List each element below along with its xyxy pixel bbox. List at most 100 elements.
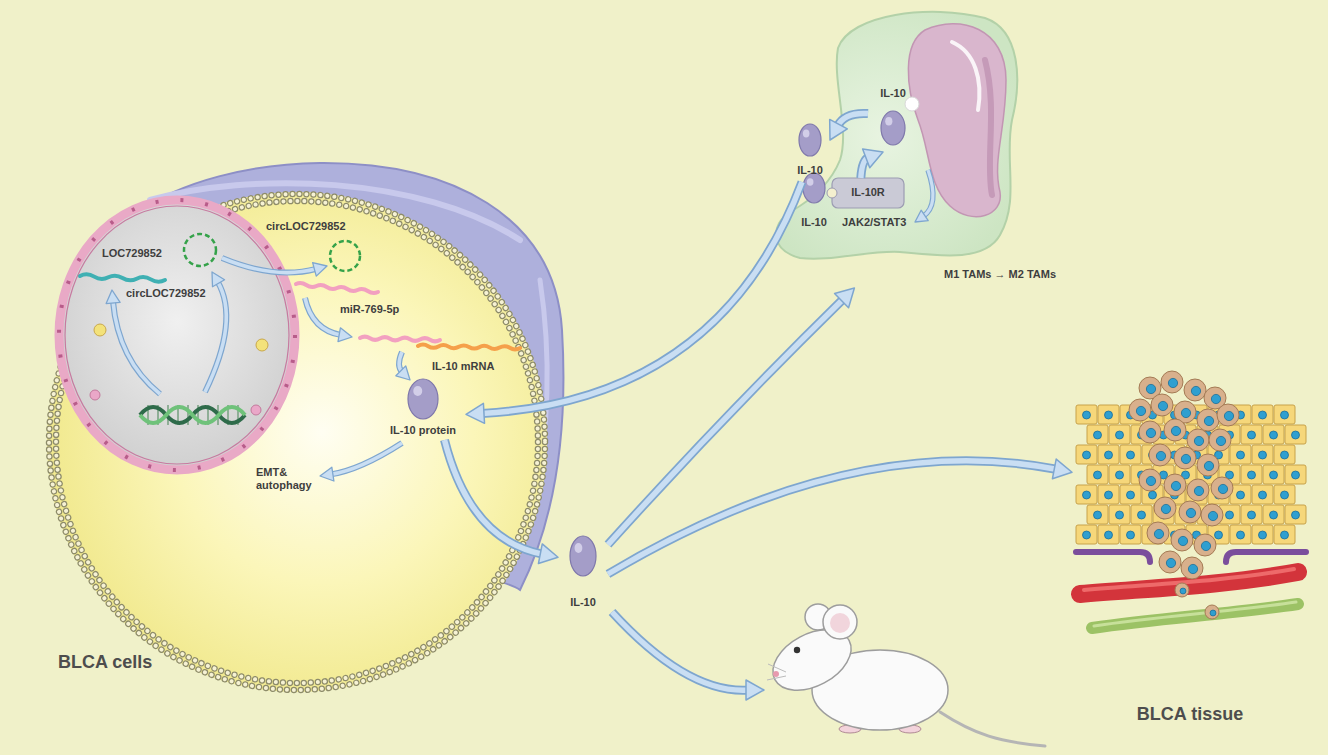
flow-connector-part [445, 440, 543, 554]
receptor-shape-part [827, 178, 904, 208]
tissue-illustration-part-part [1154, 529, 1163, 538]
protein-node: IL-10 [796, 172, 832, 230]
flow-arrow [205, 272, 226, 392]
macrophage-shape-part-part [952, 42, 979, 110]
molecule-label: JAK2/STAT3 [842, 216, 906, 229]
tissue-illustration-part-part [1230, 445, 1251, 464]
flow-arrow-part [106, 290, 120, 304]
mouse-illustration-part [823, 605, 857, 639]
flow-arrow [396, 352, 410, 380]
flow-arrow [320, 443, 402, 481]
nucleus-shape-part-part [90, 390, 100, 400]
mouse-illustration [763, 604, 1045, 746]
tissue-illustration-part-part [1105, 451, 1113, 459]
tissue-illustration-part-part [1281, 531, 1289, 539]
flow-connector-part [466, 403, 485, 423]
tissue-illustration-part-part [1224, 411, 1233, 420]
tissue-illustration-part-part [1098, 405, 1119, 424]
macrophage-node: M1 TAMs → M2 TAMsIL-10IL-10IL-10R [762, 6, 1092, 288]
tissue-illustration-part-part [1270, 511, 1278, 519]
tissue-illustration-part-part [1248, 511, 1256, 519]
tissue-illustration-part-part [1127, 451, 1135, 459]
macrophage-shape-part-part [776, 12, 1017, 259]
tissue-illustration-part-part [1083, 491, 1091, 499]
flow-connector-part [1052, 459, 1072, 479]
protein-molecule-part-part [881, 111, 905, 145]
molecule-label: IL-10 mRNA [432, 360, 494, 373]
protein-molecule-part-part [408, 379, 438, 419]
mouse-illustration-part [794, 647, 800, 653]
macrophage-shape-part [776, 12, 1017, 259]
tissue-illustration-part-part [1217, 404, 1239, 426]
tissue-illustration-part-part [1292, 511, 1300, 519]
tissue-illustration-part-part [1175, 583, 1189, 597]
nucleus-shape [55, 196, 300, 474]
tissue-illustration-part-part [1120, 525, 1141, 544]
tissue-illustration-part-part [1230, 525, 1251, 544]
tissue-illustration-part-part [1159, 551, 1181, 573]
receptor-shape-part-part [832, 178, 904, 208]
tissue-illustration-part-part [1184, 379, 1206, 401]
tissue-illustration-part-part [1146, 428, 1155, 437]
node-label: IL-10 protein [390, 424, 456, 437]
flow-arrow-part [320, 467, 334, 481]
protein-node: IL-10 [790, 122, 830, 182]
flow-arrow-part [305, 298, 341, 335]
node-heading: BLCA tissue [1137, 704, 1243, 725]
tissue-illustration-part-part [1197, 454, 1219, 476]
flow-arrow [222, 258, 327, 276]
mouse-illustration-part [940, 712, 1045, 746]
tissue-illustration-part-part [1166, 558, 1175, 567]
tissue-illustration-part [1076, 371, 1306, 628]
receptor-shape-part-part [827, 188, 837, 198]
tissue-illustration-part-part [1237, 451, 1245, 459]
cell-body-part-part [49, 194, 545, 690]
flow-connector-part [538, 544, 558, 564]
flow-connector-part [608, 299, 843, 544]
cell-body-part-part [330, 241, 360, 271]
tissue-illustration-part-part [1226, 552, 1306, 562]
nucleus-shape-part-part [59, 200, 295, 470]
flow-connector-part [830, 119, 848, 140]
tissue-illustration-part-part [1098, 445, 1119, 464]
tissue-illustration-part-part [1187, 479, 1209, 501]
cell-body-part-part [418, 345, 520, 350]
tissue-illustration-part-part [1241, 425, 1262, 444]
tissue-illustration-part-part [1252, 405, 1273, 424]
tissue-illustration-part-part [1087, 465, 1108, 484]
tissue-illustration-part-part [1161, 504, 1170, 513]
node-label: IL-10 [570, 596, 596, 609]
flow-connector-part [835, 288, 855, 308]
flow-arrow-part [915, 210, 928, 222]
tissue-illustration-part-part [1105, 491, 1113, 499]
flow-arrow-part [612, 612, 750, 690]
protein-node: IL-10 [868, 88, 918, 152]
node-heading: BLCA cells [58, 652, 152, 673]
cell-body-part-part [296, 283, 378, 293]
tissue-illustration-part-part [1237, 491, 1245, 499]
tissue-illustration-part-part [1281, 491, 1289, 499]
tissue-node: BLCA tissue [1072, 372, 1308, 730]
nucleus-shape-part-part [184, 234, 216, 266]
tissue-illustration-part-part [1226, 511, 1234, 519]
flow-arrow-part [923, 170, 933, 217]
nucleus-shape-part-part [256, 339, 268, 351]
tissue-illustration-part-part [1109, 465, 1130, 484]
molecule-label: EMT& autophagy [256, 466, 314, 492]
tissue-illustration-part-part [1174, 447, 1196, 469]
tissue-illustration-part-part [1098, 485, 1119, 504]
tissue-illustration-part-part [1171, 529, 1193, 551]
cell-node: BLCA cellsLOC729852circLOC729852IL-10 pr… [40, 160, 565, 696]
tissue-illustration-part-part [1259, 531, 1267, 539]
node-label: circLOC729852 [126, 287, 206, 300]
protein-molecule-part-part [570, 536, 596, 576]
nucleus-shape-part-part [59, 200, 295, 470]
node-label: IL-10 [801, 216, 827, 229]
tissue-illustration-part-part [1194, 534, 1216, 556]
tissue-illustration-part-part [1252, 445, 1273, 464]
tissue-illustration-part-part [1139, 421, 1161, 443]
nucleus-shape-part-part [65, 206, 289, 464]
tissue-illustration-part-part [1146, 384, 1155, 393]
flow-connector-part [482, 182, 802, 413]
